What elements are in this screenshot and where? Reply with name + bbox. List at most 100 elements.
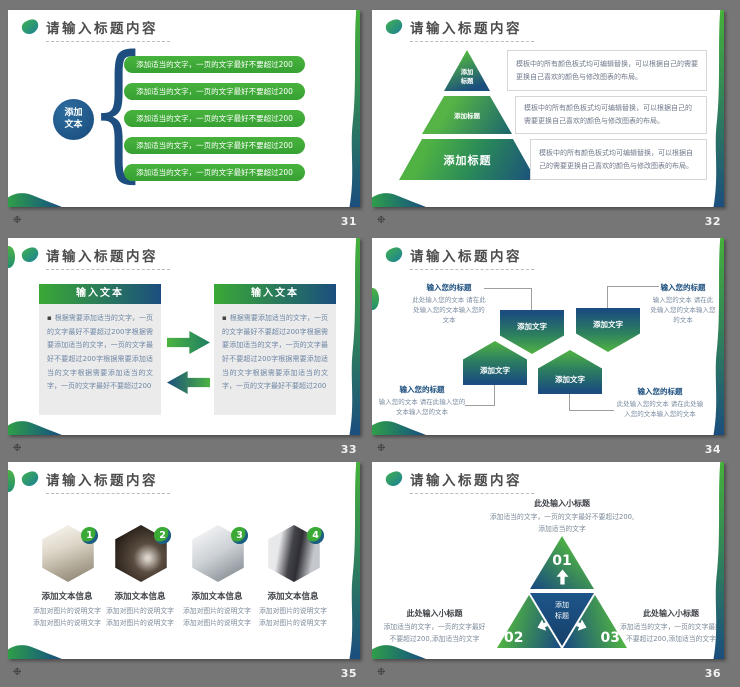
page-number: 36 [704, 666, 721, 680]
caption-title: 添加文本信息 [191, 592, 243, 602]
caption-line: 添加对图片的说明文字 [106, 618, 174, 627]
right-edge-wave-decoration [713, 10, 724, 207]
number-badge: 2 [154, 527, 171, 544]
slide-title: 请输入标题内容 [46, 17, 170, 42]
text-pill: 添加适当的文字，一页的文字最好不要超过200 [124, 164, 305, 181]
callout-body: 此处输入您的文本 请在此处输入您的文本输入您的文本 [412, 296, 486, 325]
slide-33-thumbnail[interactable]: 请输入标题内容 输入文本 ▪根据需要添加适当的文字，一页的文字最好不要超过200… [8, 238, 360, 435]
callout-label: 此处输入小标题 添加适当的文字，一页的文字最好不要超过200,添加适当的文字 [487, 498, 637, 535]
slide-35-thumbnail[interactable]: 请输入标题内容 1 2 3 4 添加文本信息 添加对图片的说明文字 添加对图片的… [8, 462, 360, 659]
flower-logo-icon: ❉ [13, 443, 22, 454]
pentagon-tag: 添加文字 [576, 308, 640, 352]
callout-body: 输入您的文本 请在此输入您的文本输入您的文本 [378, 398, 466, 417]
photo-caption-block: 添加文本信息 添加对图片的说明文字 添加对图片的说明文字 [180, 590, 254, 630]
slide-title-row: 请输入标题内容 [385, 469, 534, 494]
slide-title-row: 请输入标题内容 [21, 469, 170, 494]
flower-logo-icon: ❉ [377, 667, 386, 678]
title-pick-icon [385, 19, 403, 35]
callout-label: 输入您的标题 此处输入您的文本 请在此处输入您的文本输入您的文本 [614, 386, 706, 419]
card-body-text: 根据需要添加适当的文字，一页的文字最好不要超过200字根据需要添加适当的文字，一… [222, 314, 328, 391]
corner-hill-decoration [8, 421, 62, 435]
slide-title: 请输入标题内容 [410, 469, 534, 494]
caption-title: 添加文本信息 [267, 592, 319, 602]
pentagon-tag: 添加文字 [463, 341, 527, 385]
card-body: ▪根据需要添加适当的文字，一页的文字最好不要超过200字根据需要添加适当的文字，… [214, 304, 336, 415]
callout-title: 此处输入小标题 [534, 499, 590, 508]
connector-line [607, 286, 608, 309]
bullet-marker: ▪ [47, 314, 52, 322]
connector-line [569, 394, 570, 410]
caption-line: 添加对图片的说明文字 [259, 607, 327, 615]
slide-34-thumbnail[interactable]: 请输入标题内容 添加文字 添加文字 添加文字 添加文字 输入您的标题 此处输入您… [372, 238, 724, 435]
page-number: 31 [340, 214, 357, 228]
caption-line: 添加对图片的说明文字 [259, 618, 327, 627]
thumbnail-footer: ❉ 31 [8, 207, 360, 235]
slide-32-thumbnail[interactable]: 请输入标题内容 添加 标题 添加标题 添加标题 模板中的所有颜色板式均可编辑替换… [372, 10, 724, 207]
corner-hill-decoration [8, 193, 62, 207]
description-box: 模板中的所有颜色板式均可编辑替换，可以根据自己的需要更换自己喜欢的颜色与修改图表… [515, 96, 707, 134]
corner-hill-decoration [8, 645, 62, 659]
slide-36-thumbnail[interactable]: 请输入标题内容 此处输入小标题 添加适当的文字，一页的文字最好不要超过200,添… [372, 462, 724, 659]
slide-31-thumbnail[interactable]: 请输入标题内容 添加 文本 { 添加适当的文字，一页的文字最好不要超过200 添… [8, 10, 360, 207]
callout-body: 输入您的文本 请在此处输入您的文本输入您的文本 [650, 296, 716, 325]
flower-logo-icon: ❉ [377, 215, 386, 226]
cell-slide-33: 请输入标题内容 输入文本 ▪根据需要添加适当的文字，一页的文字最好不要超过200… [8, 238, 360, 463]
callout-title: 输入您的标题 [426, 283, 472, 292]
pyramid-level-1: 添加 标题 [444, 50, 490, 91]
callout-label: 输入您的标题 输入您的文本 请在此输入您的文本输入您的文本 [378, 384, 466, 417]
text-pill: 添加适当的文字，一页的文字最好不要超过200 [124, 110, 305, 127]
callout-title: 输入您的标题 [660, 283, 706, 292]
slide-title-row: 请输入标题内容 [385, 17, 534, 42]
left-edge-leaf-decoration [372, 288, 379, 310]
photo-caption-block: 添加文本信息 添加对图片的说明文字 添加对图片的说明文字 [256, 590, 330, 630]
callout-label: 输入您的标题 此处输入您的文本 请在此处输入您的文本输入您的文本 [412, 282, 486, 325]
callout-body: 添加适当的文字，一页的文字最好不要超过200,添加适当的文字 [489, 513, 635, 533]
callout-body: 添加适当的文字，一页的文字最好不要超过200,添加适当的文字 [383, 623, 486, 643]
caption-line: 添加对图片的说明文字 [33, 618, 101, 627]
text-card: 输入文本 ▪根据需要添加适当的文字，一页的文字最好不要超过200字根据需要添加适… [39, 284, 161, 415]
pyramid-label-line2: 标题 [460, 77, 474, 85]
corner-hill-decoration [372, 421, 426, 435]
pyramid-label-line1: 添加 [460, 69, 474, 76]
right-edge-wave-decoration [349, 10, 360, 207]
caption-line: 添加对图片的说明文字 [183, 607, 251, 615]
slide-title: 请输入标题内容 [46, 469, 170, 494]
number-badge: 1 [81, 527, 98, 544]
left-edge-leaf-decoration [8, 246, 15, 268]
callout-body: 添加适当的文字，一页的文字最好不要超过200,添加适当的文字 [620, 623, 722, 643]
description-box: 模板中的所有颜色板式均可编辑替换，可以根据自己的需要更换自己喜欢的颜色与修改图表… [530, 139, 707, 180]
card-header: 输入文本 [214, 284, 336, 304]
number-badge: 4 [307, 527, 324, 544]
brace-glyph: { [90, 24, 147, 196]
cell-slide-36: 请输入标题内容 此处输入小标题 添加适当的文字，一页的文字最好不要超过200,添… [372, 462, 724, 687]
flower-logo-icon: ❉ [377, 443, 386, 454]
photo-caption-block: 添加文本信息 添加对图片的说明文字 添加对图片的说明文字 [30, 590, 104, 630]
title-pick-icon [385, 247, 403, 263]
card-header: 输入文本 [39, 284, 161, 304]
pentagon-tag: 添加文字 [500, 310, 564, 354]
title-pick-icon [385, 471, 403, 487]
center-label-line2: 标题 [555, 612, 569, 621]
cell-slide-34: 请输入标题内容 添加文字 添加文字 添加文字 添加文字 输入您的标题 此处输入您… [372, 238, 724, 463]
slide-title-row: 请输入标题内容 [385, 245, 534, 270]
page-number: 34 [704, 442, 721, 456]
description-text: 模板中的所有颜色板式均可编辑替换，可以根据自己的需要更换自己喜欢的颜色与修改图表… [539, 148, 693, 170]
text-pill: 添加适当的文字，一页的文字最好不要超过200 [124, 83, 305, 100]
left-edge-leaf-decoration [8, 470, 15, 492]
description-text: 模板中的所有颜色板式均可编辑替换，可以根据自己的需要更换自己喜欢的颜色与修改图表… [524, 104, 692, 125]
connector-line [569, 410, 614, 411]
pyramid-label: 添加标题 [443, 153, 492, 167]
pyramid-level-3: 添加标题 [399, 139, 536, 180]
thumbnail-footer: ❉ 36 [372, 659, 724, 687]
thumbnail-footer: ❉ 35 [8, 659, 360, 687]
caption-title: 添加文本信息 [41, 592, 93, 602]
flower-logo-icon: ❉ [13, 215, 22, 226]
right-edge-wave-decoration [349, 238, 360, 435]
circle-label-line2: 文本 [64, 119, 83, 130]
pyramid-level-2: 添加标题 [422, 96, 512, 134]
callout-label: 此处输入小标题 添加适当的文字，一页的文字最好不要超过200,添加适当的文字 [620, 608, 722, 645]
callout-label: 输入您的标题 输入您的文本 请在此处输入您的文本输入您的文本 [650, 282, 716, 325]
number-badge: 3 [231, 527, 248, 544]
connector-line [465, 405, 495, 406]
photo-caption-block: 添加文本信息 添加对图片的说明文字 添加对图片的说明文字 [103, 590, 177, 630]
